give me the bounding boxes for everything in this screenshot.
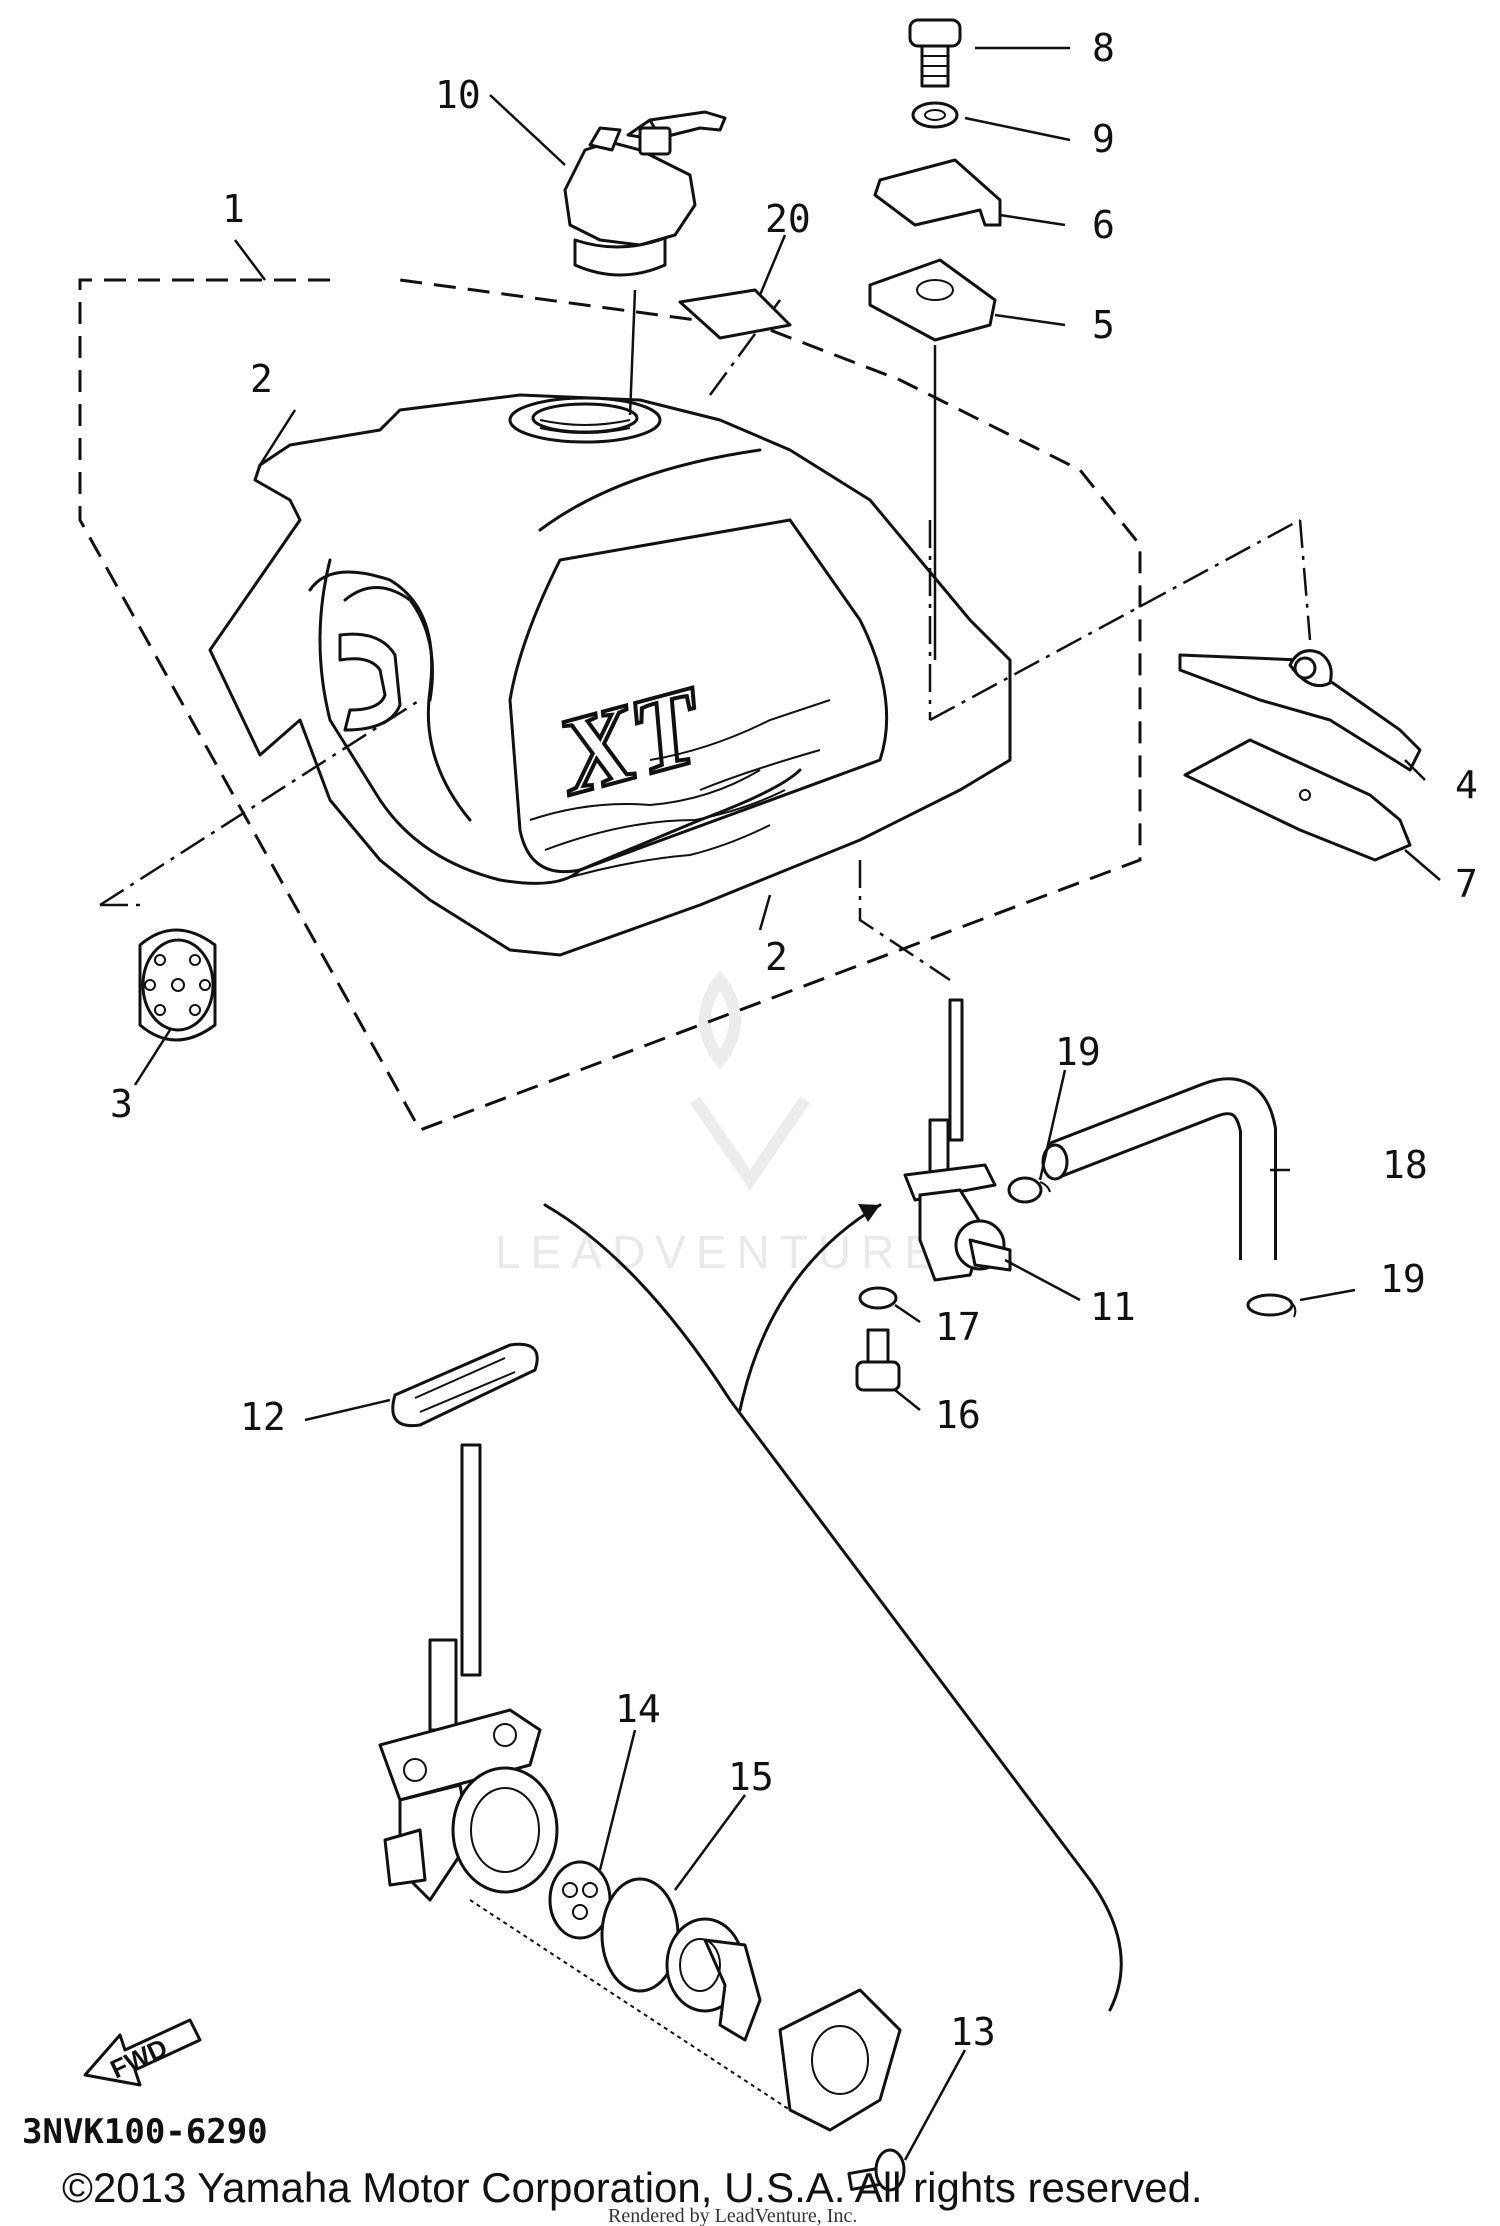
callout-2-lower: 2 [765,935,788,979]
o-ring-small [858,1286,898,1310]
fuel-cock [903,998,1012,1282]
callout-7: 7 [1455,862,1478,906]
callout-5: 5 [1092,303,1115,347]
fuel-cap [563,110,727,416]
callout-2-upper: 2 [250,357,273,401]
fwd-arrow-icon: FWD [83,2018,202,2087]
hose-clip-upper [1007,1176,1051,1204]
callout-19-upper: 19 [1055,1030,1101,1074]
callout-18: 18 [1382,1143,1428,1187]
drawing-code: 3NVK100-6290 [22,2112,268,2152]
copyright-notice: ©2013 Yamaha Motor Corporation, U.S.A. A… [62,2164,1203,2211]
callout-6: 6 [1092,203,1115,247]
grommet [138,928,217,1042]
hose-clip-lower [1246,1293,1297,1318]
bolt [908,18,962,88]
watermark-text: LEADVENTURE [495,1226,945,1278]
cover-plate [778,1988,902,2132]
callout-4: 4 [1455,763,1478,807]
seat-bracket [1178,649,1422,772]
rendered-by-notice: Rendered by LeadVenture, Inc. [608,2205,857,2226]
callout-14: 14 [615,1687,661,1731]
callout-3: 3 [110,1082,133,1126]
fuel-cock-detail [378,1443,559,1902]
fuel-pipe [1041,1077,1277,1260]
callout-15: 15 [728,1755,774,1799]
callout-17: 17 [935,1305,981,1349]
callout-11: 11 [1090,1285,1136,1329]
gasket [391,1342,539,1428]
callout-19-lower: 19 [1380,1257,1426,1301]
callout-1: 1 [222,187,245,231]
plate [1183,738,1412,862]
leadventure-watermark: LEADVENTURE [495,969,945,1278]
fuel-cock-lever [665,1917,762,2042]
callout-12: 12 [240,1395,286,1439]
callout-13: 13 [950,2010,996,2054]
cover-screw [847,2148,906,2192]
washer [911,101,959,129]
fuel-tank: XT [208,393,1012,957]
tank-assembly-boundary [78,278,1142,1132]
callout-9: 9 [1092,117,1115,161]
callout-16: 16 [935,1393,981,1437]
callout-10: 10 [435,73,481,117]
tank-bracket [873,158,1002,227]
warning-label [678,288,792,340]
callout-8: 8 [1092,26,1115,70]
damper [868,258,997,660]
screw [855,1328,901,1392]
callout-20: 20 [765,197,811,241]
